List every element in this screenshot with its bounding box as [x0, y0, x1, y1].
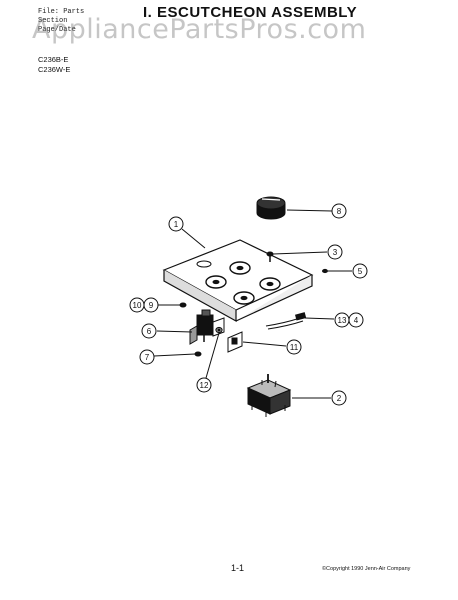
callout-4: 4: [348, 312, 364, 328]
callout-label: 10: [133, 301, 142, 310]
callout-13: 13: [334, 312, 350, 328]
screw-part-9: [179, 302, 187, 308]
callout-10: 10: [129, 297, 145, 313]
callout-8: 8: [331, 203, 347, 219]
svg-text:8: 8: [337, 207, 342, 216]
page-number: 1-1: [231, 563, 245, 573]
callout-7: 7: [139, 349, 155, 365]
file-header-line-3: Page/Date: [38, 26, 76, 34]
callout-label: 5: [358, 267, 363, 276]
page-title: I. ESCUTCHEON ASSEMBLY: [143, 4, 358, 21]
callout-label: 2: [337, 394, 342, 403]
callout-12: 12: [196, 377, 212, 393]
callout-label: 3: [333, 248, 338, 257]
nut-part: [215, 326, 223, 334]
bracket-part: [227, 331, 243, 353]
model-number-1: C236B-E: [38, 55, 69, 64]
callout-label: 7: [145, 353, 150, 362]
escutcheon-panel-part: [162, 239, 314, 323]
file-header-line-2: Section: [38, 17, 68, 25]
callout-9: 9: [143, 297, 159, 313]
callout-2: 2: [331, 390, 347, 406]
infinite-switch-part: [246, 374, 292, 417]
callout-6: 6: [141, 323, 157, 339]
callout-5: 5: [352, 263, 368, 279]
callout-3: 3: [327, 244, 343, 260]
switch-part: [189, 309, 225, 345]
watermark: AppliancePartsPros.com: [32, 14, 367, 45]
copyright-notice: ©Copyright 1990 Jenn-Air Company: [322, 566, 411, 572]
wire-harness-part: [265, 312, 307, 330]
file-header: File: Parts Section Page/Date: [38, 8, 84, 35]
model-list: C236B-E C236W-E: [38, 55, 70, 75]
callout-label: 6: [147, 327, 152, 336]
callout-label: 11: [290, 343, 299, 352]
callout-label: 4: [354, 316, 359, 325]
screw-part-7: [194, 351, 202, 357]
callout-label: 1: [174, 220, 179, 229]
file-header-line-1: File: Parts: [38, 8, 85, 16]
callout-11: 11: [286, 339, 302, 355]
control-knob-part: [256, 196, 286, 220]
callout-label: 12: [200, 381, 209, 390]
model-number-2: C236W-E: [38, 65, 71, 74]
screw-part-5: [322, 268, 328, 274]
callout-label: 13: [338, 316, 347, 325]
callout-label: 9: [149, 301, 154, 310]
callout-1: 1: [168, 216, 184, 232]
